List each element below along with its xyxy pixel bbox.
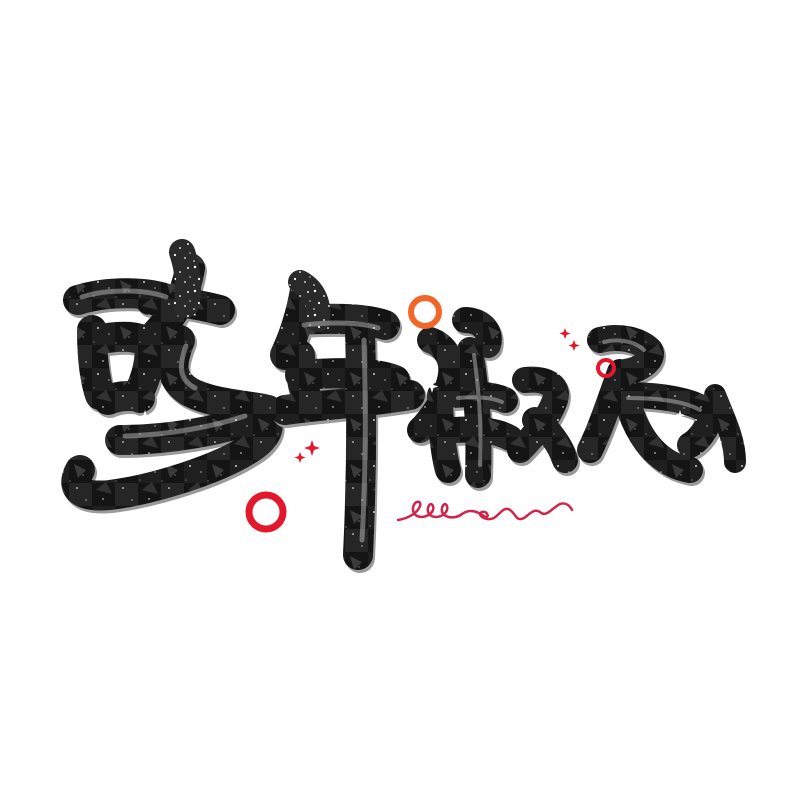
white-sparkle-icon (138, 380, 686, 423)
ribbon-squiggle-icon (396, 500, 574, 522)
glyph-kua (61, 239, 285, 514)
glyph-kuang (407, 307, 525, 491)
orange-ring-icon (408, 295, 442, 329)
red-ring-icon (245, 491, 287, 533)
glyph-huan (507, 325, 746, 486)
sparkle-icon (294, 328, 580, 463)
small-red-ring-icon (596, 358, 616, 378)
glyph-nian (270, 270, 427, 573)
